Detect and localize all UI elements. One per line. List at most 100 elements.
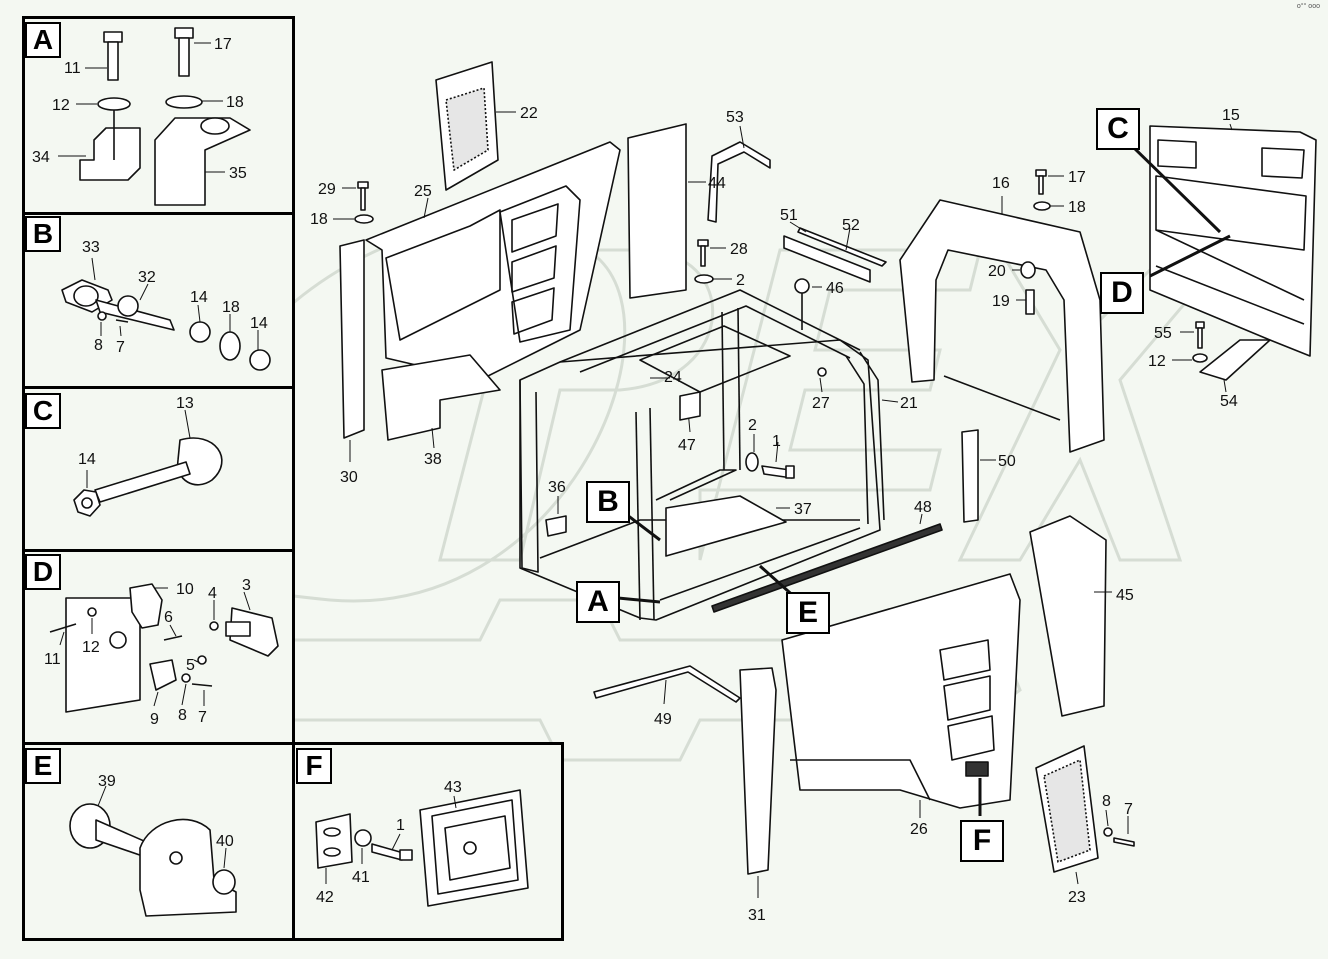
panel-tag-b: B (25, 216, 61, 252)
part-number: 43 (444, 779, 462, 796)
part-number: 1 (772, 433, 781, 450)
part-number: 2 (748, 417, 757, 434)
part-number: 8 (1102, 793, 1111, 810)
callout-tag-c: C (1096, 108, 1140, 150)
part-number: 7 (198, 709, 207, 726)
panel-a-parts (79, 27, 251, 206)
part-number: 26 (910, 821, 928, 838)
panel-b-parts (61, 279, 271, 371)
part-number: 38 (424, 451, 442, 468)
part-number: 54 (1220, 393, 1238, 410)
panel-tag-d: D (25, 554, 61, 590)
part-number: 1 (396, 817, 405, 834)
part-number: 2 (736, 272, 745, 289)
part-number: 40 (216, 833, 234, 850)
grille-22 (435, 61, 499, 191)
panel-44 (627, 123, 687, 299)
part-number: 12 (52, 97, 70, 114)
part-number: 17 (1068, 169, 1086, 186)
part-number: 12 (1148, 353, 1166, 370)
part-number: 6 (164, 609, 173, 626)
panel-tag-a: A (25, 22, 61, 58)
part-number: 8 (94, 337, 103, 354)
part-number: 29 (318, 181, 336, 198)
part-number: 44 (708, 175, 726, 192)
part-number: 14 (78, 451, 96, 468)
handle-53 (707, 141, 771, 223)
part-number: 28 (730, 241, 748, 258)
part-number: 53 (726, 109, 744, 126)
part-number: 30 (340, 469, 358, 486)
part-number: 7 (1124, 801, 1133, 818)
part-number: 36 (548, 479, 566, 496)
part-number: 46 (826, 280, 844, 297)
part-number: 39 (98, 773, 116, 790)
part-number: 11 (44, 651, 61, 668)
panel-tag-c: C (25, 393, 61, 429)
corner-code: o°° ooo (1296, 3, 1320, 10)
part-number: 18 (222, 299, 240, 316)
part-number: 21 (900, 395, 918, 412)
panel-25 (365, 141, 621, 381)
part-number: 52 (842, 217, 860, 234)
callout-tag-e: E (786, 592, 830, 634)
part-number: 47 (678, 437, 696, 454)
part-number: 33 (82, 239, 100, 256)
frame-assembly (519, 289, 885, 621)
part-number: 11 (64, 60, 81, 77)
panel-d-parts (49, 583, 279, 713)
part-number: 18 (1068, 199, 1086, 216)
part-number: 20 (988, 263, 1006, 280)
part-number: 34 (32, 149, 50, 166)
part-number: 3 (242, 577, 251, 594)
part-number: 48 (914, 499, 932, 516)
part-number: 31 (748, 907, 766, 924)
part-number: 17 (214, 36, 232, 53)
part-number: 19 (992, 293, 1010, 310)
part-number: 9 (150, 711, 159, 728)
part-number: 37 (794, 501, 812, 518)
part-number: 16 (992, 175, 1010, 192)
panel-26 (781, 573, 1021, 809)
part-number: 24 (664, 369, 682, 386)
part-number: 23 (1068, 889, 1086, 906)
panel-tag-f: F (296, 748, 332, 784)
detail-panel-c (22, 386, 295, 552)
panel-e-parts (69, 803, 237, 917)
callout-tag-b: B (586, 481, 630, 523)
part-number: 18 (226, 94, 244, 111)
part-number: 14 (250, 315, 268, 332)
panel-37 (665, 495, 787, 557)
part-number: 49 (654, 711, 672, 728)
part-number: 25 (414, 183, 432, 200)
callout-tag-f: F (960, 820, 1004, 862)
grille-23 (1035, 745, 1099, 873)
part-number: 22 (520, 105, 538, 122)
part-number: 5 (186, 657, 195, 674)
part-number: 13 (176, 395, 194, 412)
part-number: 41 (352, 869, 370, 886)
part-number: 45 (1116, 587, 1134, 604)
bracket-30 (339, 239, 365, 439)
part-number: 51 (780, 207, 798, 224)
callout-tag-d: D (1100, 272, 1144, 314)
part-number: 14 (190, 289, 208, 306)
part-number: 50 (998, 453, 1016, 470)
plate-38 (381, 354, 501, 441)
part-number: 27 (812, 395, 830, 412)
part-number: 42 (316, 889, 334, 906)
cover-15 (1149, 125, 1317, 357)
panel-c-parts (73, 437, 223, 517)
panel-f-parts (315, 789, 529, 907)
part-number: 18 (310, 211, 328, 228)
part-number: 15 (1222, 107, 1240, 124)
part-number: 4 (208, 585, 217, 602)
part-number: 8 (178, 707, 187, 724)
panel-45 (1029, 515, 1107, 717)
bracket-31 (739, 667, 777, 875)
part-number: 12 (82, 639, 100, 656)
part-number: 10 (176, 581, 194, 598)
panel-tag-e: E (25, 748, 61, 784)
callout-tag-a: A (576, 581, 620, 623)
